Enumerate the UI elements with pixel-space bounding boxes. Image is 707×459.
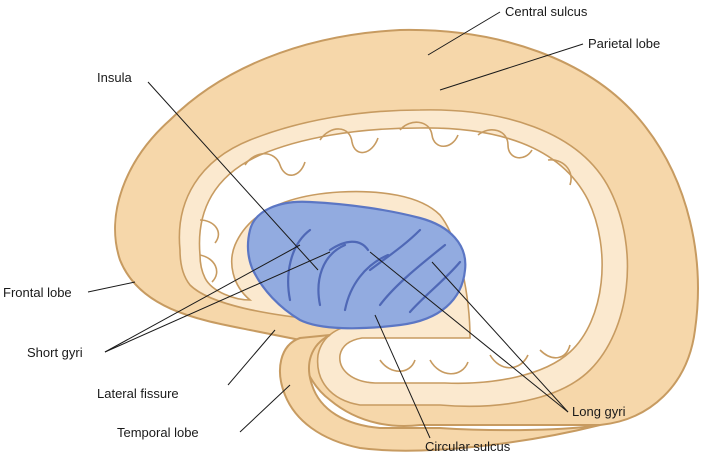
leader-parietal-lobe <box>439 43 584 91</box>
leader-insula <box>147 81 319 271</box>
label-lateral-fissure: Lateral fissure <box>97 386 179 401</box>
label-temporal-lobe: Temporal lobe <box>117 425 199 440</box>
label-long-gyri: Long gyri <box>572 404 626 419</box>
leader-long-gyri-1 <box>369 251 569 413</box>
leader-central-sulcus <box>427 11 501 56</box>
label-frontal-lobe: Frontal lobe <box>3 285 72 300</box>
label-parietal-lobe: Parietal lobe <box>588 36 660 51</box>
leader-temporal-lobe <box>239 384 291 433</box>
leader-lines <box>87 11 584 439</box>
leader-long-gyri-2 <box>431 261 569 413</box>
frontal-gyral-folds <box>199 219 220 283</box>
label-circular-sulcus: Circular sulcus <box>425 439 511 454</box>
upper-gyral-folds <box>244 121 572 186</box>
leader-short-gyri-2 <box>104 251 331 353</box>
insula-short-gyri-ridges <box>287 228 370 307</box>
lower-gyral-folds <box>379 344 571 375</box>
temporal-lobe-shape <box>279 334 601 452</box>
leader-circular-sulcus <box>374 314 431 439</box>
label-insula: Insula <box>97 70 132 85</box>
leader-lateral-fissure <box>227 329 276 386</box>
leader-short-gyri-1 <box>104 244 301 353</box>
opened-lateral-sulcus <box>198 127 603 385</box>
insula-central-sulcus <box>343 253 390 312</box>
label-central-sulcus: Central sulcus <box>505 4 588 19</box>
leader-frontal-lobe <box>87 281 136 293</box>
insula-shape <box>246 200 467 330</box>
insula-long-gyri-ridges <box>368 228 462 314</box>
label-short-gyri: Short gyri <box>27 345 83 360</box>
